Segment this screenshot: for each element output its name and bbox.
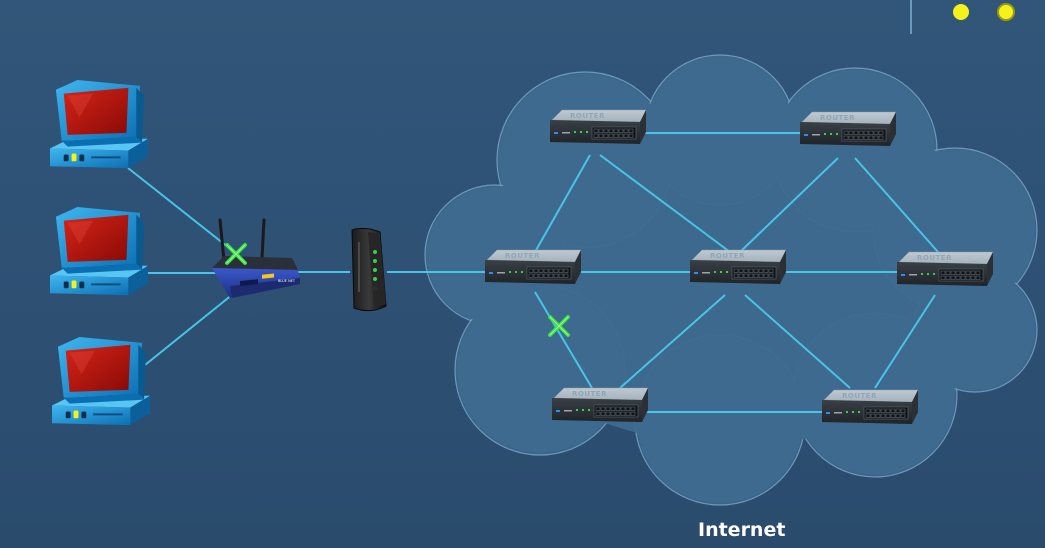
router-label: ROUTER [842, 392, 877, 400]
link-c-bl [619, 294, 726, 389]
link-c-br [744, 294, 851, 389]
status-dot-1 [953, 4, 969, 20]
link-tl-ml [534, 154, 591, 253]
link-tl-c [599, 154, 731, 253]
wireless-router-icon: BLUE NET [212, 218, 300, 298]
router-label: ROUTER [917, 254, 952, 262]
computer-1 [50, 79, 148, 169]
svg-text:BLUE NET: BLUE NET [278, 279, 296, 283]
router-bottom-left: ROUTER [551, 387, 649, 423]
router-top-right: ROUTER [799, 111, 897, 147]
link-tr-c [739, 157, 839, 253]
router-top-left: ROUTER [549, 109, 647, 145]
link-pc3-wireless [144, 289, 239, 366]
wireless-router: BLUE NET [212, 218, 300, 298]
link-ml-bl [534, 291, 593, 389]
status-dot-2 [997, 3, 1015, 21]
computer-3 [52, 336, 150, 426]
computer-icon [52, 336, 150, 426]
router-center: ROUTER [689, 249, 787, 285]
router-mid-right: ROUTER [896, 251, 994, 287]
computer-icon [50, 79, 148, 169]
router-label: ROUTER [572, 390, 607, 398]
link-mr-br [874, 294, 936, 389]
link-pc1-wireless [127, 167, 239, 256]
router-label: ROUTER [505, 252, 540, 260]
top-right-indicators [910, 0, 1015, 34]
internet-label: Internet [698, 519, 785, 541]
computer-icon [50, 206, 148, 296]
modem [351, 227, 387, 312]
internet-cloud [424, 54, 1038, 506]
router-label: ROUTER [570, 112, 605, 120]
link-tr-mr [854, 157, 939, 253]
router-label: ROUTER [710, 252, 745, 260]
computer-2 [50, 206, 148, 296]
modem-icon [351, 227, 387, 312]
router-mid-left: ROUTER [484, 249, 582, 285]
router-label: ROUTER [820, 114, 855, 122]
router-bottom-right: ROUTER [821, 389, 919, 425]
